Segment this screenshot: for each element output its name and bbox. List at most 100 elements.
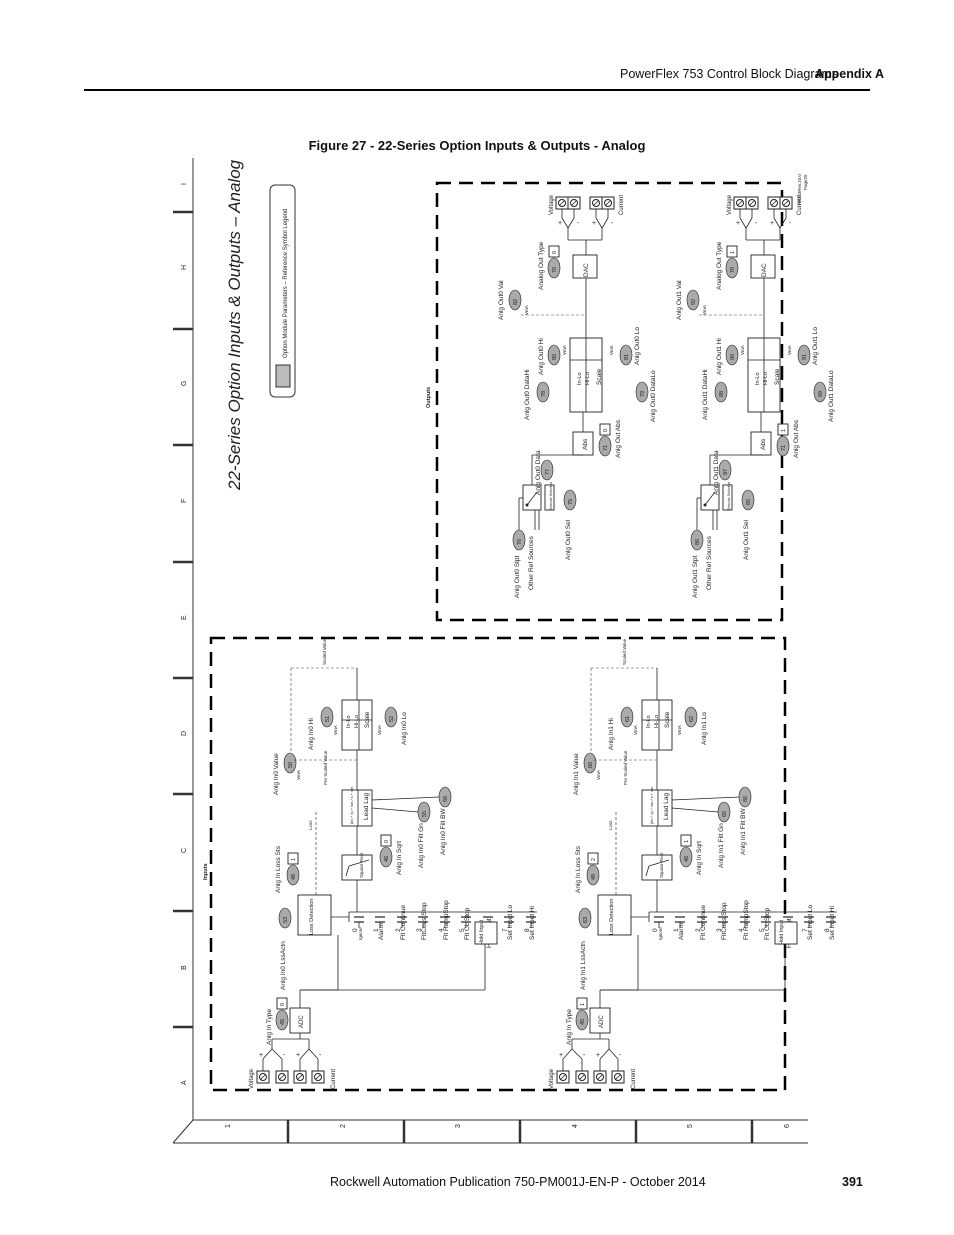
legend-swatch — [275, 364, 291, 388]
output-select-param-number: 85 — [746, 499, 752, 505]
loss-option-0: Ignore — [658, 927, 663, 940]
wire — [595, 217, 603, 229]
scale-label: Scale — [774, 368, 781, 385]
scaled-value-label: Scaled Value — [322, 638, 327, 665]
output-value-label: Anlg Out1 Val — [676, 280, 683, 320]
current-label: Current — [331, 1069, 337, 1089]
grid-number-1: 1 — [225, 1124, 232, 1128]
wire — [783, 200, 789, 206]
loss-option-number: 5 — [459, 928, 466, 932]
input-type-param-value-box — [276, 997, 288, 1010]
grid-number-4: 4 — [572, 1124, 579, 1128]
loss-action-label: Anlg In1 LssActn — [580, 941, 587, 990]
wire — [567, 217, 575, 229]
terminal-block — [555, 196, 569, 210]
input-type-param-value-box — [576, 997, 588, 1010]
output-lo-label: Anlg Out1 Lo — [812, 327, 819, 365]
output-abs-param-value: 0 — [603, 429, 609, 432]
terminal-screw — [314, 1073, 322, 1081]
terminal-block — [311, 1070, 325, 1084]
output-abs-param-number: 71 — [781, 445, 787, 451]
output-value-param-bubble — [686, 289, 700, 311]
output-lo-param-bubble — [797, 344, 811, 366]
terminal-block — [556, 1070, 570, 1084]
terminal-screw — [770, 199, 778, 207]
wire — [297, 1074, 303, 1080]
loss-option-2: Flt Continue — [700, 905, 707, 940]
grid-letter-c: C — [181, 848, 188, 853]
input-type-param-number: 45 — [280, 1019, 286, 1025]
output-setpoint-label: Anlg Out0 Stpt — [514, 556, 521, 598]
wire — [648, 859, 670, 867]
filter-bandwidth-label: Anlg In0 Filt BW — [440, 808, 447, 855]
filter-gain-label: Anlg In0 Filt Gn — [418, 823, 425, 868]
minus-sign: - — [619, 1052, 622, 1059]
grid-letter-g: G — [181, 381, 188, 386]
terminal-screw — [596, 1073, 604, 1081]
wire — [299, 1048, 310, 1060]
hi-lo-label: Hi-Lo — [654, 715, 660, 728]
output-abs-param-value-box — [599, 423, 611, 436]
lead-lag-formula: (kn * s) + wn / s + wn — [349, 787, 354, 824]
input-hi-param-bubble — [620, 706, 634, 728]
input-value-param-bubble — [283, 752, 297, 774]
output-hi-param-bubble — [725, 344, 739, 366]
vmx-label: VmA — [296, 770, 301, 780]
inputs-label: Inputs — [203, 864, 209, 881]
vmx-label: VmA — [562, 345, 567, 355]
figure-title: Figure 27 - 22-Series Option Inputs & Ou… — [308, 138, 646, 153]
output-value-label: Anlg Out0 Val — [498, 280, 505, 320]
loss-detection-block — [297, 894, 332, 936]
selector-selection-block — [722, 484, 733, 511]
wire — [605, 200, 611, 206]
selector-block — [700, 484, 720, 511]
voltage-label: Voltage — [727, 194, 733, 215]
input-lo-label: Anlg In1 Lo — [701, 712, 708, 745]
loss-option-number: 8 — [524, 928, 531, 932]
output-abs-label: Anlg Out Abs — [793, 419, 800, 458]
output-data-hi-param-number: 78 — [541, 391, 547, 397]
output-data-hi-label: Anlg Out1 DataHi — [702, 369, 709, 420]
current-label: Current — [619, 195, 625, 215]
hi-lo-label: Hi-Lo — [585, 372, 591, 385]
output-data-hi-param-bubble — [714, 381, 728, 403]
output-type-param-number: 70 — [730, 267, 736, 273]
minus-sign: - — [611, 220, 614, 227]
other-ref-label: Other Ref Sources — [528, 535, 535, 590]
grid-letter-d: D — [181, 731, 188, 736]
current-label: Current — [797, 195, 803, 215]
input-lo-param-bubble — [384, 706, 398, 728]
output-select-param-bubble — [563, 489, 577, 511]
wire — [371, 796, 440, 801]
in-lo-label: In-Lo — [755, 372, 761, 385]
sqrt-param-number: 46 — [384, 856, 390, 862]
loss-status-label: Anlg In Loss Sts — [275, 845, 282, 893]
output-hi-param-number: 80 — [552, 354, 558, 360]
hold-input-block — [474, 921, 498, 945]
wire — [599, 1048, 610, 1060]
loss-option-6: Hold Input — [486, 918, 493, 948]
sqrt-param-bubble — [679, 846, 693, 868]
terminal-screw — [578, 1073, 586, 1081]
wire — [279, 1074, 285, 1080]
output-lo-param-number: 91 — [802, 354, 808, 360]
terminal-screw — [296, 1073, 304, 1081]
hi-lo-label: Hi-Lo — [763, 372, 769, 385]
loss-option-number: 4 — [438, 928, 445, 932]
lead-lag-formula: (kn * s) + wn / s + wn — [649, 787, 654, 824]
output-type-param-value-box — [548, 245, 560, 258]
scale-label: Scale — [596, 368, 603, 385]
wire — [771, 200, 777, 206]
loss-option-number: 2 — [695, 928, 702, 932]
wire — [779, 217, 787, 229]
in-lo-label: In-Lo — [646, 715, 652, 728]
legend-text: Option Module Parameters – Reference Sym… — [283, 209, 289, 358]
plus-sign: + — [592, 220, 596, 227]
input-type-param-value: 1 — [580, 1003, 586, 1006]
input-hi-param-number: 51 — [325, 716, 331, 722]
input-type-label: Anlg In Type — [266, 1009, 273, 1045]
wire — [597, 1074, 603, 1080]
terminal-block — [767, 196, 781, 210]
output-value-param-bubble — [508, 289, 522, 311]
